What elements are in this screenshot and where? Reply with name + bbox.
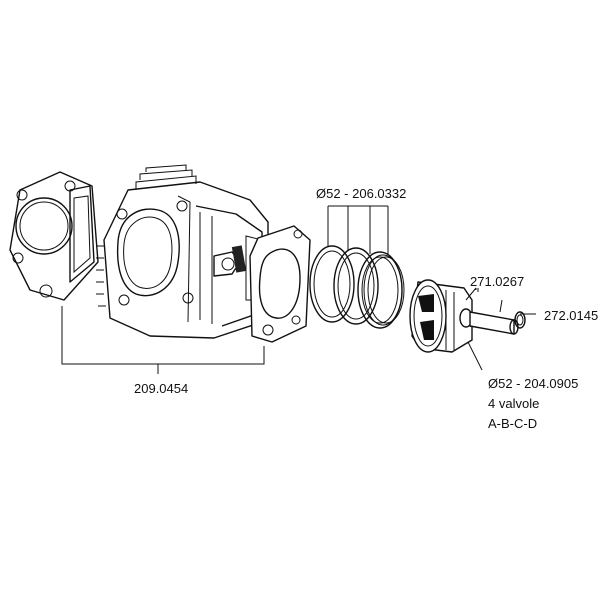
leader-lines xyxy=(61,205,536,374)
head-gasket xyxy=(9,171,99,301)
piston-code-label: Ø52 - 204.0905 xyxy=(488,376,578,391)
pin-label: 271.0267 xyxy=(470,274,524,289)
piston-versions-label: A-B-C-D xyxy=(488,416,537,431)
gasket-set-label: 209.0454 xyxy=(134,381,188,396)
cylinder-block xyxy=(96,164,269,339)
base-gasket xyxy=(249,225,311,343)
piston xyxy=(409,279,473,353)
piston-pin xyxy=(469,311,519,335)
piston-pin-clip xyxy=(514,311,526,329)
piston-ring-set xyxy=(309,245,405,329)
clip-label: 272.0145 xyxy=(544,308,598,323)
rings-label: Ø52 - 206.0332 xyxy=(316,186,406,201)
piston-valves-label: 4 valvole xyxy=(488,396,539,411)
